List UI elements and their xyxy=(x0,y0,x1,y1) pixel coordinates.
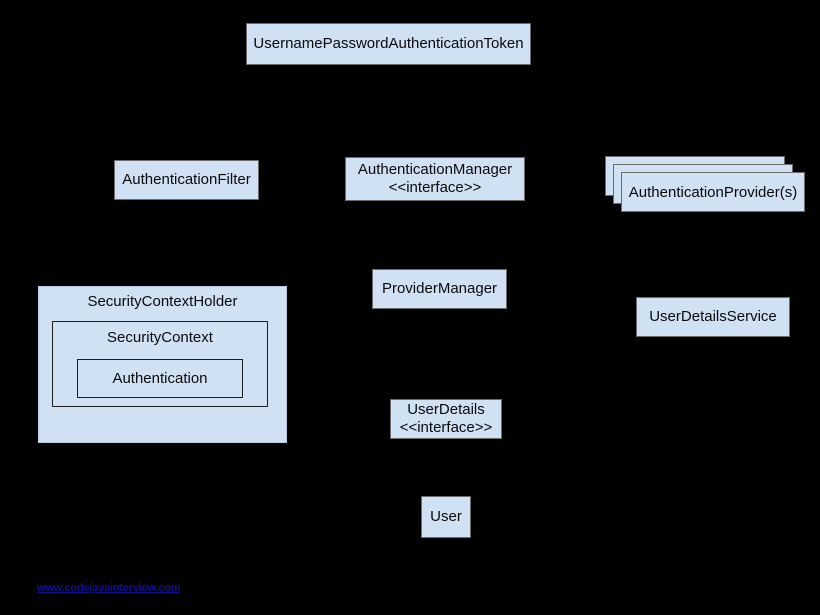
node-authentication-provider[interactable]: AuthenticationProvider(s) xyxy=(621,172,805,212)
node-authentication-filter[interactable]: AuthenticationFilter xyxy=(114,160,259,200)
watermark-link[interactable]: www.codejavainterview.com xyxy=(37,582,181,594)
node-user-details[interactable]: UserDetails <<interface>> xyxy=(390,399,502,439)
node-provider-manager[interactable]: ProviderManager xyxy=(372,269,507,309)
node-user[interactable]: User xyxy=(421,496,471,538)
node-authentication-manager[interactable]: AuthenticationManager <<interface>> xyxy=(345,157,525,201)
node-security-context-holder[interactable]: SecurityContextHolder SecurityContext Au… xyxy=(38,286,287,443)
security-context-holder-label: SecurityContextHolder xyxy=(87,293,238,310)
node-user-details-service[interactable]: UserDetailsService xyxy=(636,297,790,337)
node-authentication-provider-stack[interactable]: AuthenticationProvider(s) xyxy=(605,156,805,216)
node-authentication[interactable]: Authentication xyxy=(77,359,243,398)
node-username-password-authentication-token[interactable]: UsernamePasswordAuthenticationToken xyxy=(246,23,531,65)
node-security-context[interactable]: SecurityContext Authentication xyxy=(52,321,268,407)
security-context-label: SecurityContext xyxy=(107,329,213,346)
